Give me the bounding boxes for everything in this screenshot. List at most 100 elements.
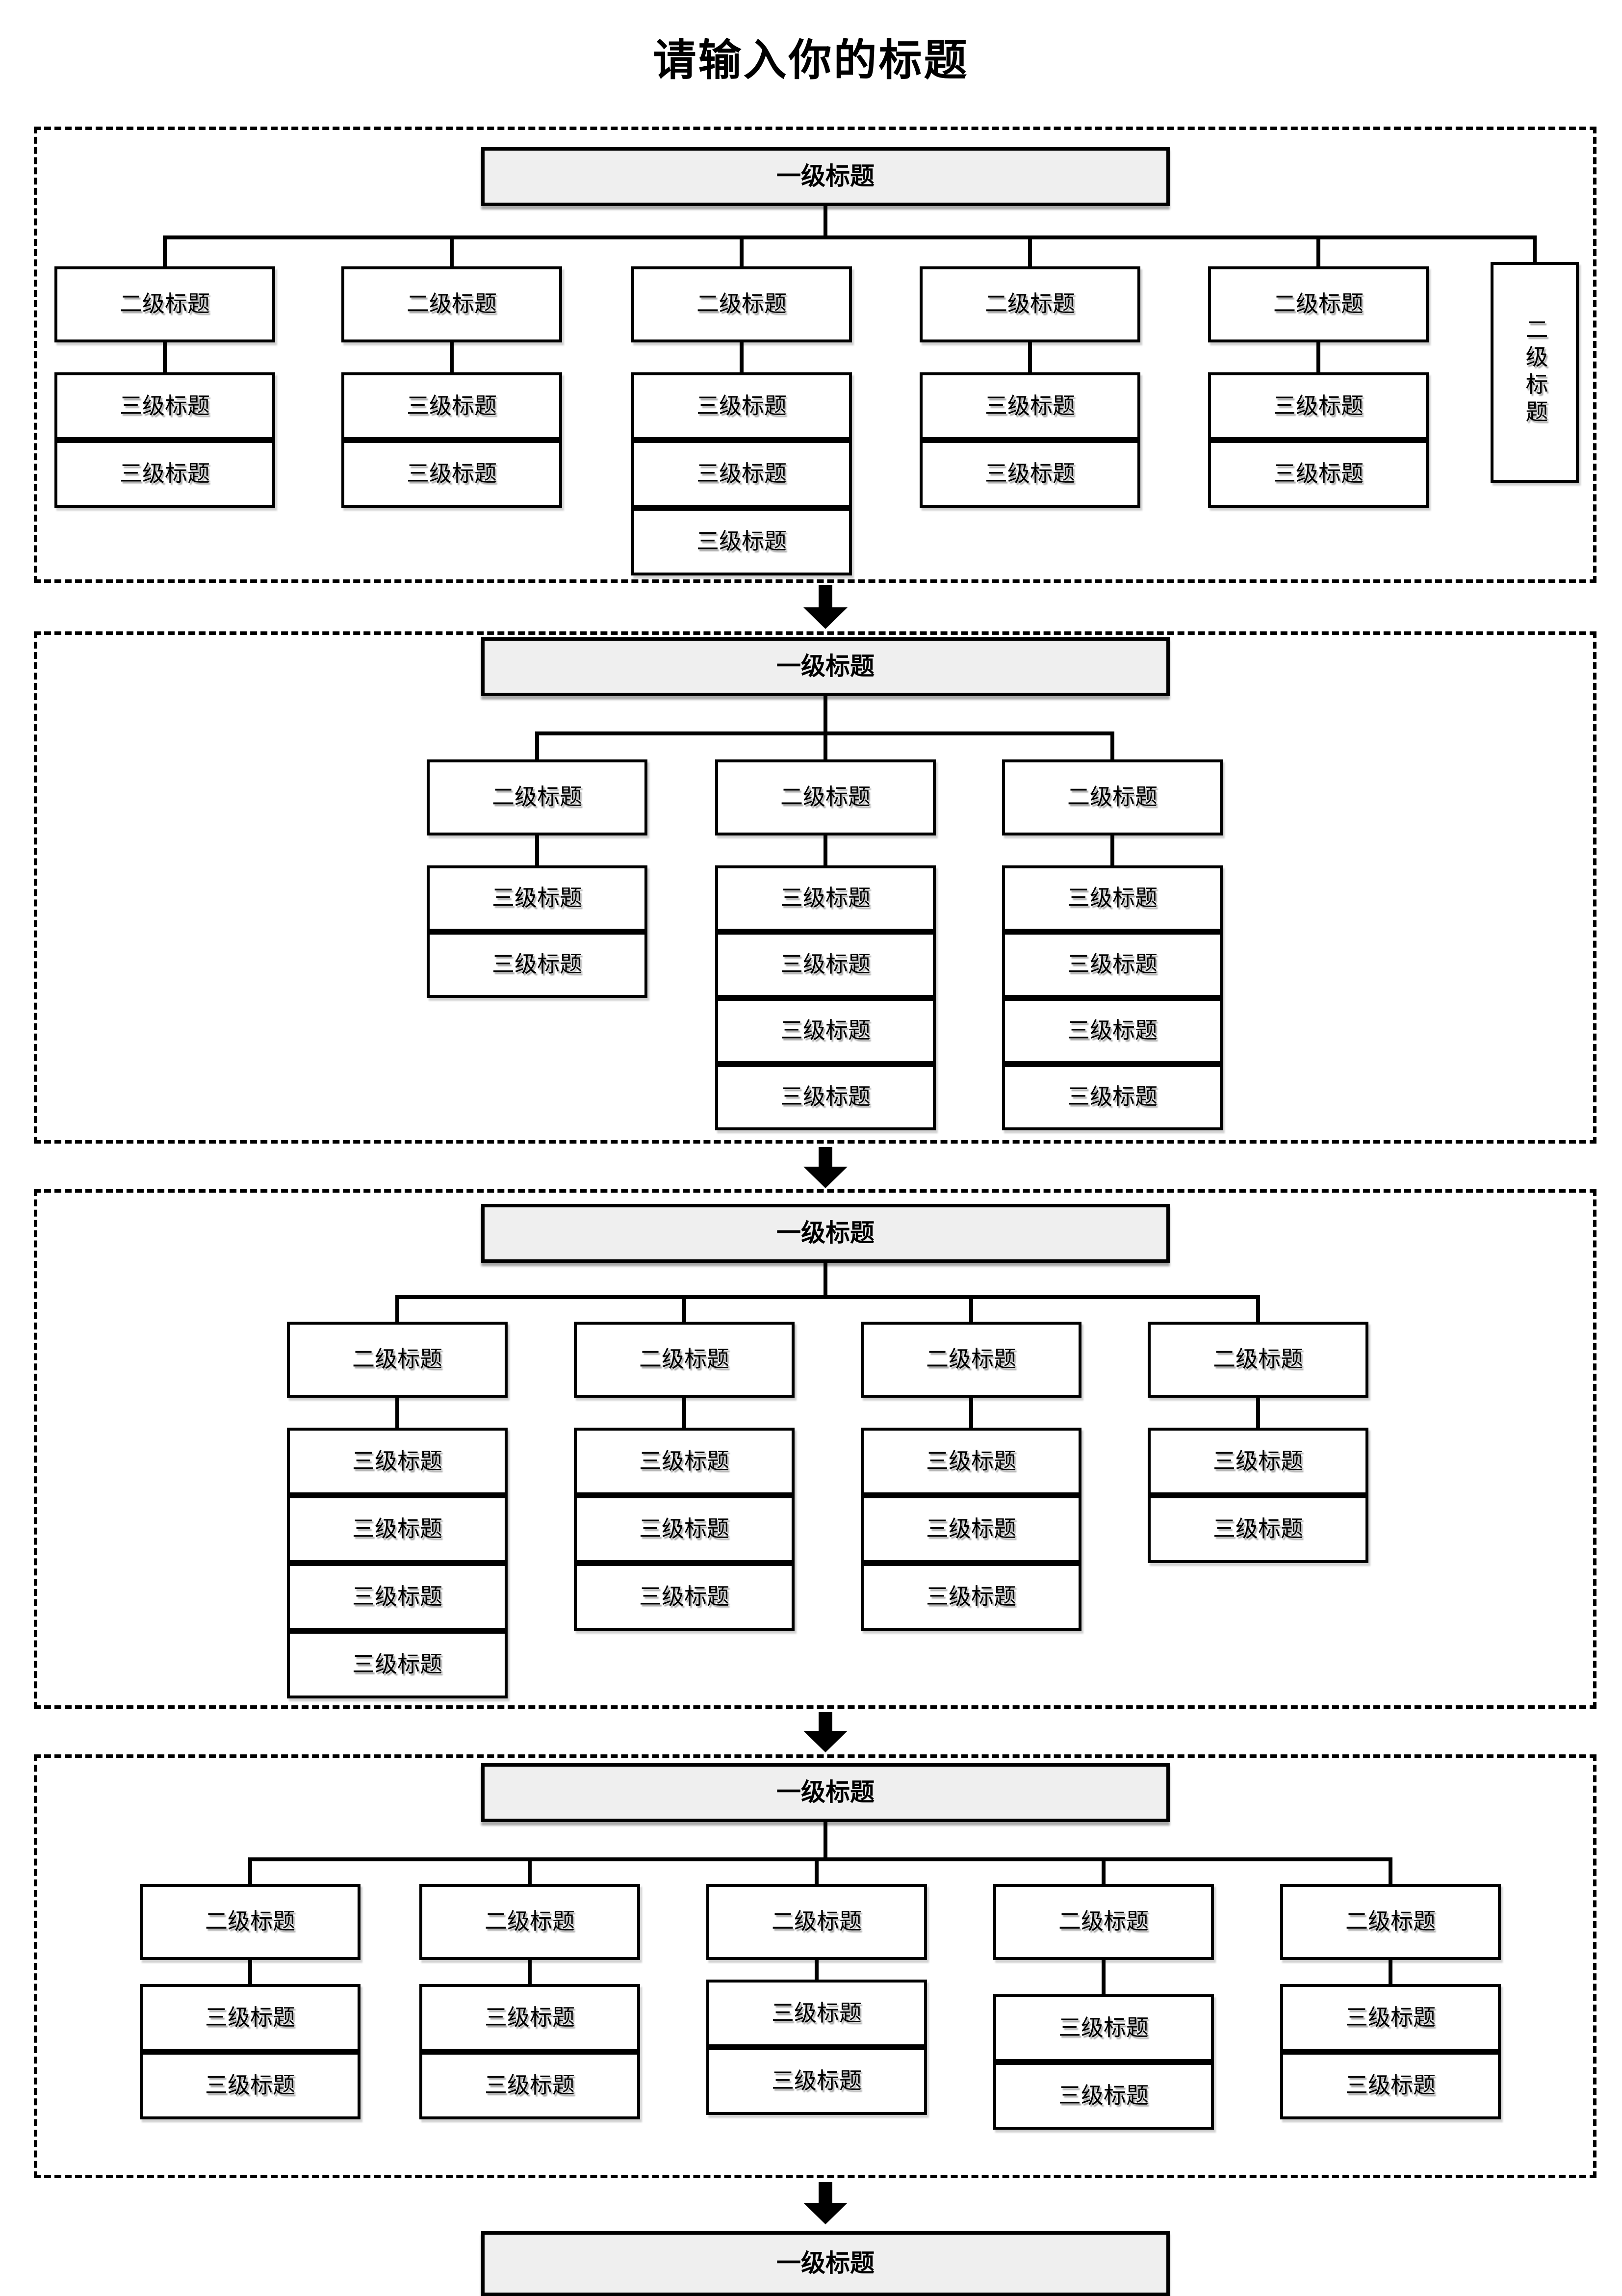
down-arrow-head [803,2203,848,2224]
level3-label: 三级标题 [1058,2015,1149,2040]
level3-label: 三级标题 [926,1448,1016,1474]
level1-box: 一级标题 [481,147,1170,206]
connector-line [1028,342,1032,372]
down-arrow-head [803,607,848,629]
level2-label: 二级标题 [352,1347,442,1372]
level2-label: 二级标题 [639,1347,729,1372]
connector-line [248,1960,252,1984]
level3-label: 三级标题 [696,461,787,486]
level3-label: 三级标题 [1067,886,1158,911]
down-arrow-icon [803,2182,848,2224]
level3-box: 三级标题 [419,2052,640,2119]
level3-label: 三级标题 [1067,952,1158,977]
connector-line [1110,835,1114,865]
connector-line [1102,1857,1106,1884]
level2-box: 二级标题 [920,266,1140,342]
connector-line [248,1857,252,1884]
level3-box: 三级标题 [715,1064,936,1130]
level2-box: 二级标题 [631,266,852,342]
connector-line [1389,1960,1392,1984]
level3-label: 三级标题 [1273,393,1364,418]
section-frame [34,1754,1596,2178]
level3-box: 三级标题 [54,372,275,440]
level2-label: 二级标题 [696,291,787,317]
connector-line [740,235,744,266]
level3-label: 三级标题 [696,528,787,554]
down-arrow-stem [819,585,832,607]
level1-label: 一级标题 [776,1778,875,1806]
level3-label: 三级标题 [926,1584,1016,1609]
connector-line [1389,1857,1392,1884]
connector-line [824,731,827,759]
level3-box: 三级标题 [715,932,936,998]
level3-label: 三级标题 [205,2072,295,2098]
level3-box: 三级标题 [140,1984,360,2052]
level3-label: 三级标题 [780,1084,871,1110]
level1-box: 一级标题 [481,1204,1170,1263]
level2-box: 二级标题 [1002,759,1223,835]
connector-line [1316,342,1320,372]
level2-box: 二级标题 [427,759,647,835]
level2-label: 二级标题 [492,784,582,810]
level3-label: 三级标题 [1067,1018,1158,1044]
level1-label: 一级标题 [776,1219,875,1247]
level3-box: 三级标题 [1148,1495,1368,1563]
level3-label: 三级标题 [780,952,871,977]
level3-box: 三级标题 [1208,440,1429,508]
section-frame [34,1189,1596,1709]
level2-label: 二级标题 [1273,291,1364,317]
connector-line [395,1295,1260,1299]
level2-box: 二级标题 [993,1884,1214,1960]
level3-box: 三级标题 [715,998,936,1064]
connector-line [528,1857,532,1884]
connector-line [824,1263,827,1295]
connector-line [824,1822,827,1857]
connector-line [824,206,827,235]
level3-label: 三级标题 [1345,2005,1436,2030]
level2-label: 二级标题 [926,1347,1016,1372]
level3-label: 三级标题 [639,1448,729,1474]
connector-line [528,1960,532,1984]
level2-box: 二级标题 [706,1884,927,1960]
down-arrow-icon [803,1712,848,1752]
level2-box-vertical: 二级标题 [1491,262,1579,483]
level2-box: 二级标题 [140,1884,360,1960]
level3-box: 三级标题 [631,440,852,508]
level3-box: 三级标题 [574,1428,795,1495]
connector-line [1256,1398,1260,1428]
level3-box: 三级标题 [1002,998,1223,1064]
connector-line [535,731,539,759]
connector-line [535,835,539,865]
connector-line [682,1398,686,1428]
connector-line [1102,1960,1106,1994]
level2-label: 二级标题 [205,1909,295,1934]
level3-box: 三级标题 [706,2047,927,2115]
level3-box: 三级标题 [920,440,1140,508]
level3-label: 三级标题 [352,1448,442,1474]
level2-label: 二级标题 [780,784,871,810]
level3-label: 三级标题 [485,2072,575,2098]
level3-label: 三级标题 [120,461,210,486]
level2-box: 二级标题 [1208,266,1429,342]
down-arrow-head [803,1167,848,1188]
down-arrow-stem [819,1712,832,1731]
level2-box: 二级标题 [287,1322,508,1398]
down-arrow-icon [803,1147,848,1188]
level3-label: 三级标题 [696,393,787,418]
level3-box: 三级标题 [1002,932,1223,998]
level3-label: 三级标题 [926,1516,1016,1541]
connector-line [1533,235,1537,262]
connector-line [395,1295,399,1322]
section-frame [34,127,1596,583]
level3-label: 三级标题 [1213,1516,1303,1541]
level3-label: 三级标题 [639,1516,729,1541]
level2-label: 二级标题 [1058,1909,1149,1934]
level1-box: 一级标题 [481,637,1170,696]
level3-box: 三级标题 [861,1495,1081,1563]
down-arrow-stem [819,2182,832,2203]
level2-label: 二级标题 [985,291,1075,317]
connector-line [1256,1295,1260,1322]
level3-label: 三级标题 [1273,461,1364,486]
connector-line [969,1295,973,1322]
